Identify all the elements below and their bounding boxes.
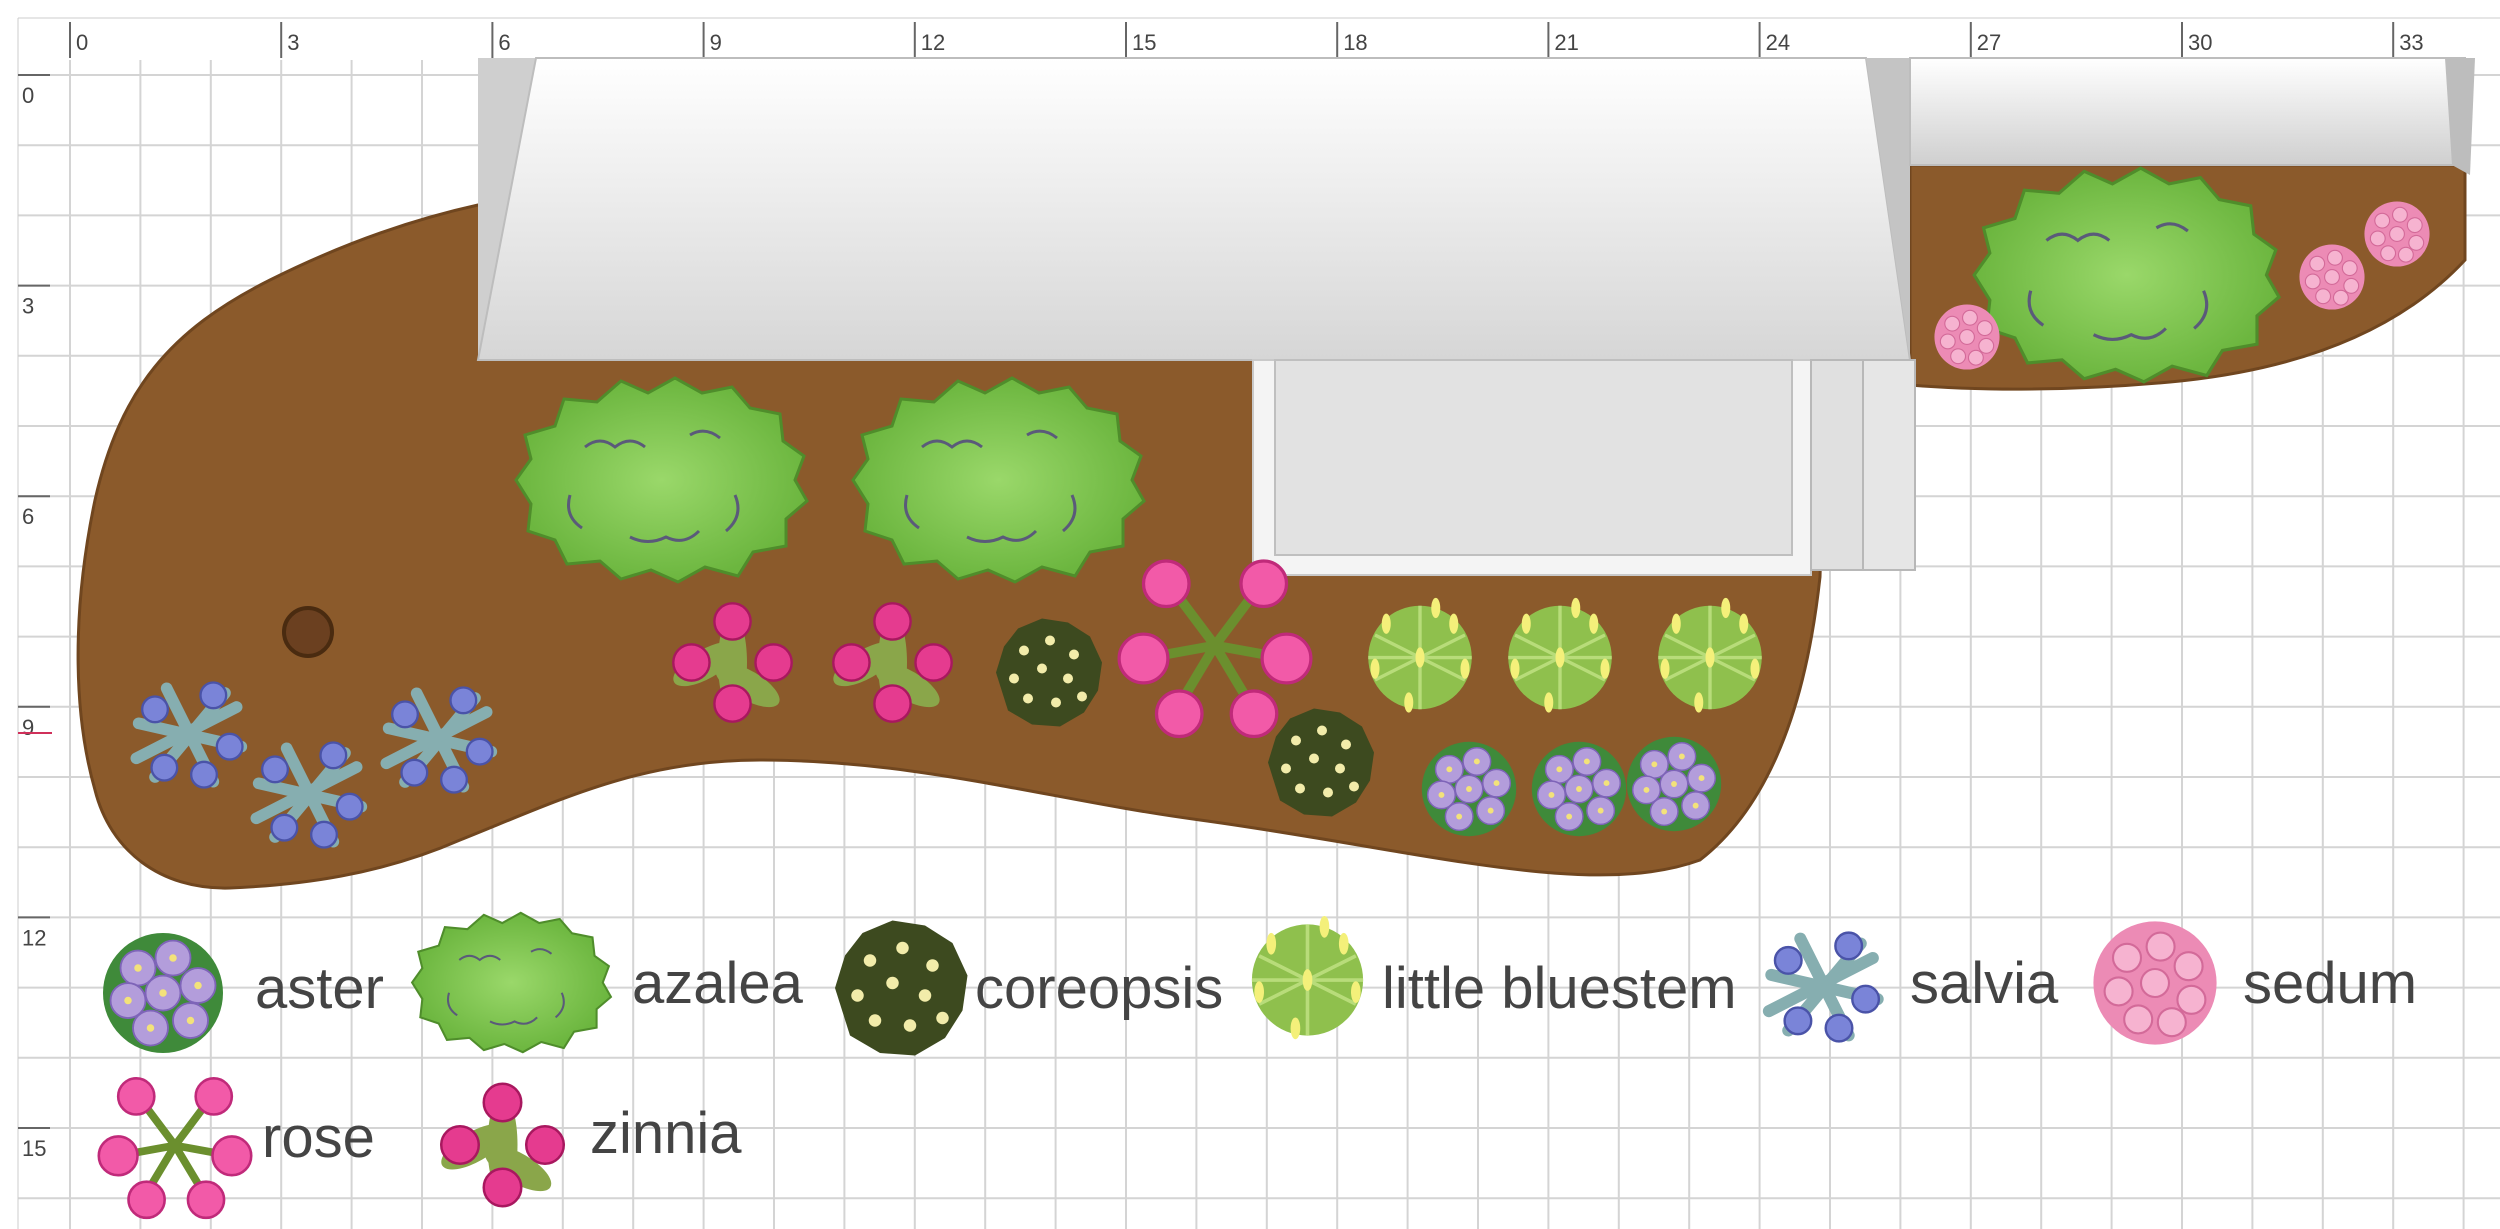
- x-ruler-label: 24: [1766, 30, 1790, 55]
- x-ruler-label: 12: [921, 30, 945, 55]
- aster-plant: [1421, 741, 1517, 837]
- y-ruler-label: 6: [22, 504, 34, 529]
- house: [476, 57, 2475, 576]
- x-ruler-label: 27: [1977, 30, 2001, 55]
- legend-item-coreopsis: coreopsis: [835, 920, 1223, 1056]
- legend-label-azalea: azalea: [632, 951, 804, 1016]
- legend-item-aster: aster: [102, 932, 384, 1054]
- sedum-plant: [2363, 200, 2431, 268]
- x-ruler-label: 3: [287, 30, 299, 55]
- rose-icon: [99, 1078, 251, 1218]
- rulers: [17, 17, 2500, 1229]
- y-ruler-label: 3: [22, 294, 34, 319]
- legend-item-rose: rose: [99, 1078, 375, 1218]
- legend-label-little-bluestem: little bluestem: [1382, 956, 1737, 1021]
- legend-item-sedum: sedum: [2092, 920, 2417, 1046]
- y-ruler-labels: 0 3 6 9 12 15: [18, 74, 50, 1161]
- aster-icon: [102, 932, 224, 1054]
- y-ruler-label: 12: [22, 925, 46, 950]
- x-ruler-label: 30: [2188, 30, 2212, 55]
- aster-plant: [1626, 736, 1722, 832]
- x-ruler-label: 15: [1132, 30, 1156, 55]
- little-bluestem-icon: [1250, 914, 1365, 1042]
- pot-marker: [282, 606, 334, 658]
- coreopsis-icon: [835, 920, 968, 1056]
- legend-item-salvia: salvia: [1769, 933, 2059, 1042]
- sedum-plant: [2298, 243, 2366, 311]
- legend-label-coreopsis: coreopsis: [975, 956, 1223, 1021]
- legend-item-zinnia: zinnia: [433, 1082, 742, 1208]
- legend-item-azalea: azalea: [410, 911, 804, 1054]
- legend-label-salvia: salvia: [1910, 951, 2059, 1016]
- sedum-plant: [1933, 303, 2001, 371]
- legend-label-rose: rose: [262, 1105, 375, 1170]
- legend-label-aster: aster: [255, 956, 384, 1021]
- y-ruler-label: 0: [22, 83, 34, 108]
- y-ruler-label: 9: [22, 715, 34, 740]
- azalea-icon: [410, 911, 613, 1054]
- legend-label-zinnia: zinnia: [590, 1101, 742, 1166]
- zinnia-icon: [433, 1082, 566, 1208]
- x-ruler-label: 21: [1554, 30, 1578, 55]
- x-ruler-label: 6: [498, 30, 510, 55]
- steps: [1810, 359, 1864, 571]
- x-ruler-label: 18: [1343, 30, 1367, 55]
- x-ruler-labels: 0 3 6 9 12 15 18 21 24 27 30 33: [69, 22, 2424, 58]
- sedum-icon: [2092, 920, 2218, 1046]
- aster-plant: [1531, 741, 1627, 837]
- x-ruler-label: 9: [710, 30, 722, 55]
- plant-legend: aster azalea coreopsis little bluestem s…: [99, 911, 2417, 1218]
- x-ruler-label: 0: [76, 30, 88, 55]
- x-ruler-label: 33: [2399, 30, 2423, 55]
- legend-label-sedum: sedum: [2243, 951, 2417, 1016]
- y-ruler-label: 15: [22, 1136, 46, 1161]
- legend-item-little-bluestem: little bluestem: [1250, 914, 1737, 1042]
